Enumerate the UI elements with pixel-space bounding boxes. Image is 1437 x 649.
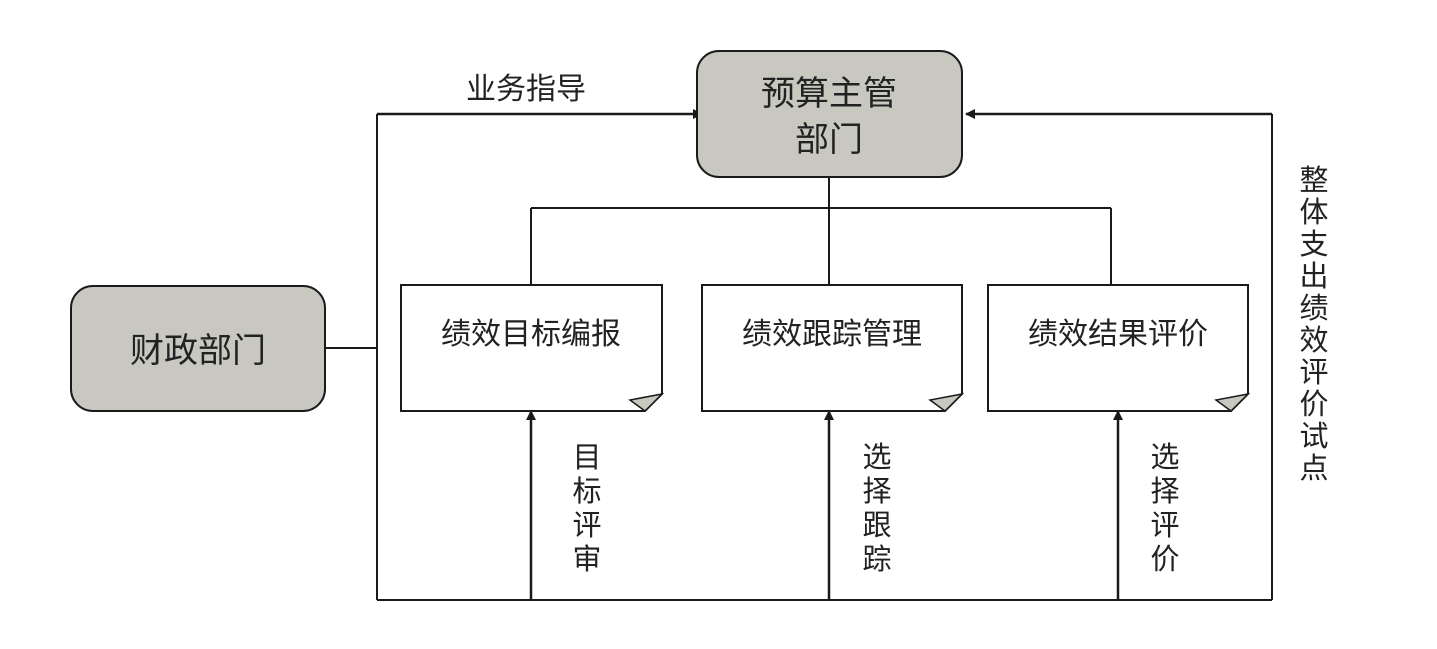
node-yusuan-line1: 预算主管: [761, 74, 897, 114]
edge-label-pilot-char: 价: [1299, 387, 1328, 421]
edge-label-track-char: 跟: [862, 508, 891, 542]
node-yusuan-line2: 部门: [795, 120, 863, 160]
edge-label-review-char: 评: [572, 508, 601, 542]
edge-label-evaluate-char: 评: [1150, 508, 1179, 542]
node-doc2: 绩效跟踪管理: [701, 284, 965, 412]
edge-label-track: 选 择 跟 踪: [862, 440, 891, 576]
edge-label-pilot: 整 体 支 出 绩 效 评 价 试 点: [1299, 163, 1328, 485]
edge-label-pilot-char: 效: [1299, 323, 1328, 357]
edge-label-evaluate: 选 择 评 价: [1150, 440, 1179, 576]
node-doc1: 绩效目标编报: [400, 284, 665, 412]
node-doc3-label: 绩效结果评价: [1028, 317, 1208, 352]
node-caizheng-label: 财政部门: [130, 331, 266, 371]
node-caizheng-box: [70, 285, 326, 412]
edge-label-evaluate-char: 择: [1150, 474, 1179, 508]
connectors: [325, 114, 1273, 601]
edge-label-track-char: 选: [862, 440, 891, 474]
node-caizheng: 财政部门: [70, 285, 326, 412]
edge-label-pilot-char: 整: [1299, 163, 1328, 197]
node-yusuan-box: [696, 50, 963, 178]
node-doc2-label: 绩效跟踪管理: [742, 317, 922, 352]
arrows: [377, 109, 1272, 600]
edge-label-pilot-char: 点: [1299, 451, 1328, 485]
edge-label-pilot-char: 绩: [1299, 291, 1328, 325]
edge-label-pilot-char: 评: [1299, 355, 1328, 389]
node-doc2-fold: [928, 392, 965, 412]
node-doc1-label: 绩效目标编报: [441, 317, 621, 352]
edge-label-review-char: 标: [572, 474, 601, 508]
edge-label-pilot-char: 试: [1299, 419, 1328, 453]
edge-label-pilot-char: 出: [1299, 259, 1328, 293]
edge-label-track-char: 择: [862, 474, 891, 508]
edge-label-evaluate-char: 价: [1150, 542, 1179, 576]
node-doc3: 绩效结果评价: [987, 284, 1251, 412]
edge-label-guidance: 业务指导: [466, 72, 586, 107]
node-doc1-fold: [628, 392, 665, 412]
node-doc3-fold: [1214, 392, 1251, 412]
edge-label-evaluate-char: 选: [1150, 440, 1179, 474]
edge-label-review: 目 标 评 审: [572, 440, 601, 576]
edge-label-review-char: 目: [572, 440, 601, 474]
edge-label-track-char: 踪: [862, 542, 891, 576]
edge-label-pilot-char: 支: [1299, 227, 1328, 261]
node-yusuan: 预算主管 部门: [696, 50, 963, 178]
edge-label-review-char: 审: [572, 542, 601, 576]
edge-label-pilot-char: 体: [1299, 195, 1328, 229]
